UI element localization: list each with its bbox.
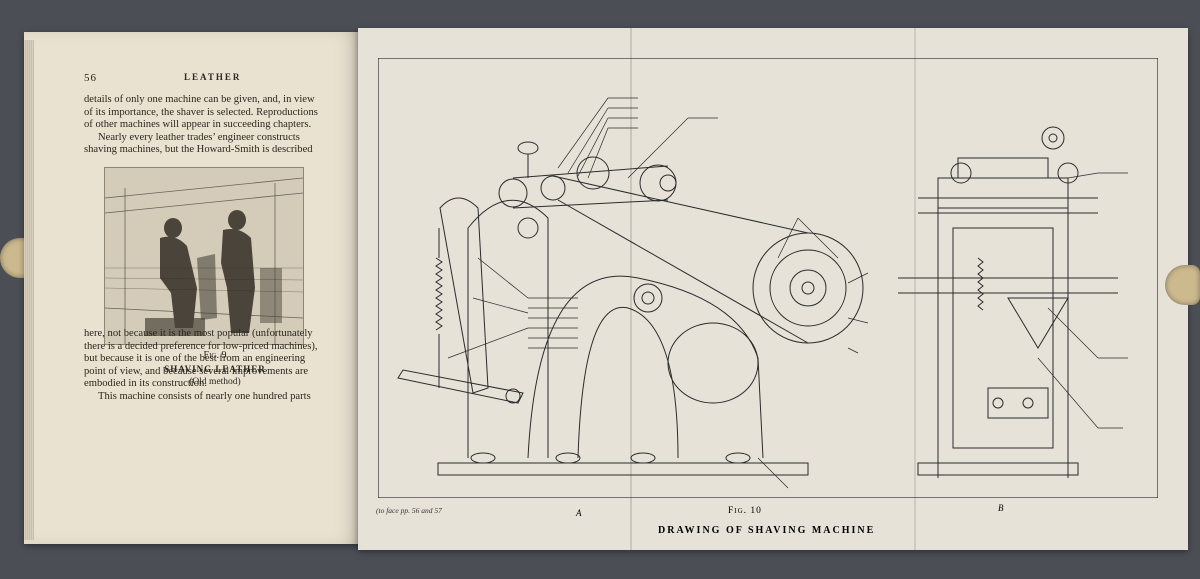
left-page: 56 LEATHER details of only one machine c… — [24, 32, 364, 544]
fold-out-plate: (to face pp. 56 and 57 A Fig. 10 B DRAWI… — [358, 28, 1188, 550]
open-book: 56 LEATHER details of only one machine c… — [18, 28, 1188, 550]
plate-reference: (to face pp. 56 and 57 — [376, 506, 442, 515]
text-line: details of only one machine can be given… — [84, 94, 315, 105]
text-block-top: details of only one machine can be given… — [84, 94, 346, 157]
oval-guard — [667, 322, 759, 404]
view-label-a: A — [576, 508, 582, 518]
treadle-lever — [397, 369, 524, 404]
view-label-b: B — [998, 503, 1004, 513]
figure-number: Fig. 9 — [203, 350, 227, 361]
text-line: of its importance, the shaver is selecte… — [84, 106, 318, 118]
figure-number: Fig. 10 — [728, 506, 762, 516]
text-line: This machine consists of nearly one hund… — [98, 390, 311, 402]
tension-spring — [435, 257, 443, 331]
figure-title: DRAWING OF SHAVING MACHINE — [658, 525, 876, 536]
figure-title: SHAVING LEATHER — [164, 364, 266, 374]
figure-note: (Old method) — [189, 377, 241, 387]
text-line: shaving machines, but the Howard-Smith i… — [84, 144, 313, 156]
machine-base — [437, 462, 809, 476]
engraving-illustration — [104, 168, 304, 344]
running-head: LEATHER — [184, 72, 242, 82]
text-line: here, not because it is the most popular… — [84, 328, 313, 339]
text-line: there is a decided preference for low-pr… — [84, 340, 318, 352]
text-line: embodied in its construction. — [84, 378, 207, 390]
text-line: but because it is one of the best from a… — [84, 353, 306, 365]
text-block-bottom: here, not because it is the most popular… — [84, 328, 346, 404]
machine-side-view — [898, 126, 1128, 478]
text-line: point of view, and because several impro… — [84, 365, 309, 377]
thumb-right — [1165, 265, 1200, 305]
fold-line — [630, 28, 632, 550]
page-number: 56 — [84, 72, 97, 84]
text-line: of other machines will appear in succeed… — [84, 119, 312, 131]
page-edges — [24, 40, 34, 540]
shaving-engraving-image — [104, 167, 304, 345]
text-line: Nearly every leather trades’ engineer co… — [98, 131, 300, 143]
machine-drawing — [378, 58, 1158, 498]
fold-line — [914, 28, 916, 550]
